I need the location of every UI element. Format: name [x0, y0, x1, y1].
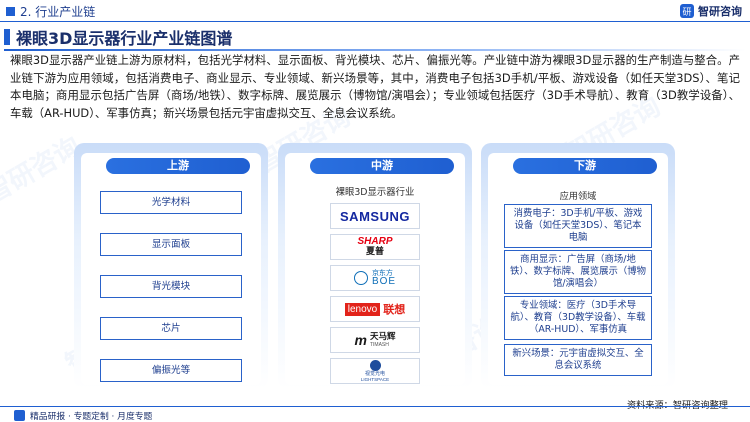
title-underline: [4, 49, 746, 51]
brand: 研 智研咨询: [680, 3, 742, 19]
downstream-item: 新兴场景：元宇宙虚拟交互、全息会议系统: [504, 344, 652, 376]
midstream-panel: 中游 裸眼3D显示器行业 SAMSUNG SHARP 夏普 京东方 BOE le…: [285, 153, 465, 385]
timash-logo-sub: TIMASH: [369, 341, 389, 348]
upstream-item: 背光模块: [100, 275, 242, 298]
section-label: 2. 行业产业链: [20, 4, 96, 19]
samsung-logo-text: SAMSUNG: [340, 208, 410, 224]
footer: 精品研报 · 专题定制 · 月度专题: [0, 409, 750, 422]
lenovo-logo-sub: 联想: [383, 303, 406, 316]
upstream-item: 偏振光等: [100, 359, 242, 382]
sharp-logo: SHARP 夏普: [330, 234, 420, 260]
samsung-logo: SAMSUNG: [330, 203, 420, 229]
sharp-logo-sub: 夏普: [365, 247, 384, 257]
midstream-column: 中游 裸眼3D显示器行业 SAMSUNG SHARP 夏普 京东方 BOE le…: [278, 143, 472, 389]
midstream-header: 中游: [310, 158, 454, 174]
title-marker-icon: [4, 29, 10, 45]
lightspace-circle-icon: [369, 360, 381, 371]
timash-logo-text: 天马辉: [369, 331, 396, 342]
top-divider: [0, 21, 750, 22]
midstream-subtitle: 裸眼3D显示器行业: [335, 187, 415, 198]
footer-divider: [0, 406, 750, 407]
section-tab: 2. 行业产业链: [6, 3, 95, 19]
boe-logo-sub: 京东方: [371, 269, 393, 277]
lightspace-logo: 视觉光电 LIGHTSPACE: [330, 358, 420, 384]
downstream-item: 商用显示：广告屏（商场/地铁）、数字标牌、展览展示（博物馆/演唱会）: [504, 250, 652, 294]
lenovo-logo: lenovo 联想: [330, 296, 420, 322]
boe-logo-text: BOE: [371, 276, 397, 287]
timash-logo: m 天马辉 TIMASH: [330, 327, 420, 353]
sharp-logo-text: SHARP: [357, 236, 393, 247]
downstream-header: 下游: [513, 158, 657, 174]
top-bar: 2. 行业产业链 研 智研咨询: [0, 0, 750, 22]
brand-logo-icon: 研: [680, 4, 694, 18]
upstream-header: 上游: [106, 158, 250, 174]
downstream-subtitle: 应用领域: [559, 191, 597, 202]
downstream-item: 专业领域：医疗（3D手术导航）、教育（3D教学设备）、车载（AR-HUD）、军事…: [504, 296, 652, 340]
boe-logo: 京东方 BOE: [330, 265, 420, 291]
downstream-panel: 下游 应用领域 消费电子：3D手机/平板、游戏设备（如任天堂3DS）、笔记本电脑…: [488, 153, 668, 385]
upstream-panel: 上游 光学材料 显示面板 背光模块 芯片 偏振光等: [81, 153, 261, 385]
title-row: 裸眼3D显示器行业产业链图谱: [4, 26, 746, 48]
footer-text: 精品研报 · 专题定制 · 月度专题: [30, 412, 153, 422]
brand-name: 智研咨询: [698, 5, 742, 18]
boe-circle-icon: [353, 271, 368, 285]
footer-logo-icon: [14, 410, 25, 421]
boe-logo-text-group: 京东方 BOE: [372, 269, 396, 287]
upstream-item: 显示面板: [100, 233, 242, 256]
lenovo-logo-text: lenovo: [344, 302, 381, 316]
source-note: 资料来源：智研咨询整理: [627, 397, 728, 411]
lightspace-logo-sub: 视觉光电: [364, 371, 385, 377]
upstream-column: 上游 光学材料 显示面板 背光模块 芯片 偏振光等: [74, 143, 268, 389]
timash-logo-text-group: 天马辉 TIMASH: [369, 331, 396, 348]
page-title: 裸眼3D显示器行业产业链图谱: [16, 29, 233, 48]
section-marker-icon: [6, 6, 15, 16]
upstream-item: 光学材料: [100, 191, 242, 214]
downstream-column: 下游 应用领域 消费电子：3D手机/平板、游戏设备（如任天堂3DS）、笔记本电脑…: [481, 143, 675, 389]
upstream-item: 芯片: [100, 317, 242, 340]
description-paragraph: 裸眼3D显示器产业链上游为原材料，包括光学材料、显示面板、背光模块、芯片、偏振光…: [10, 53, 740, 120]
downstream-item: 消费电子：3D手机/平板、游戏设备（如任天堂3DS）、笔记本电脑: [504, 204, 652, 248]
timash-m-icon: m: [354, 332, 367, 348]
lightspace-logo-text: LIGHTSPACE: [360, 377, 390, 382]
